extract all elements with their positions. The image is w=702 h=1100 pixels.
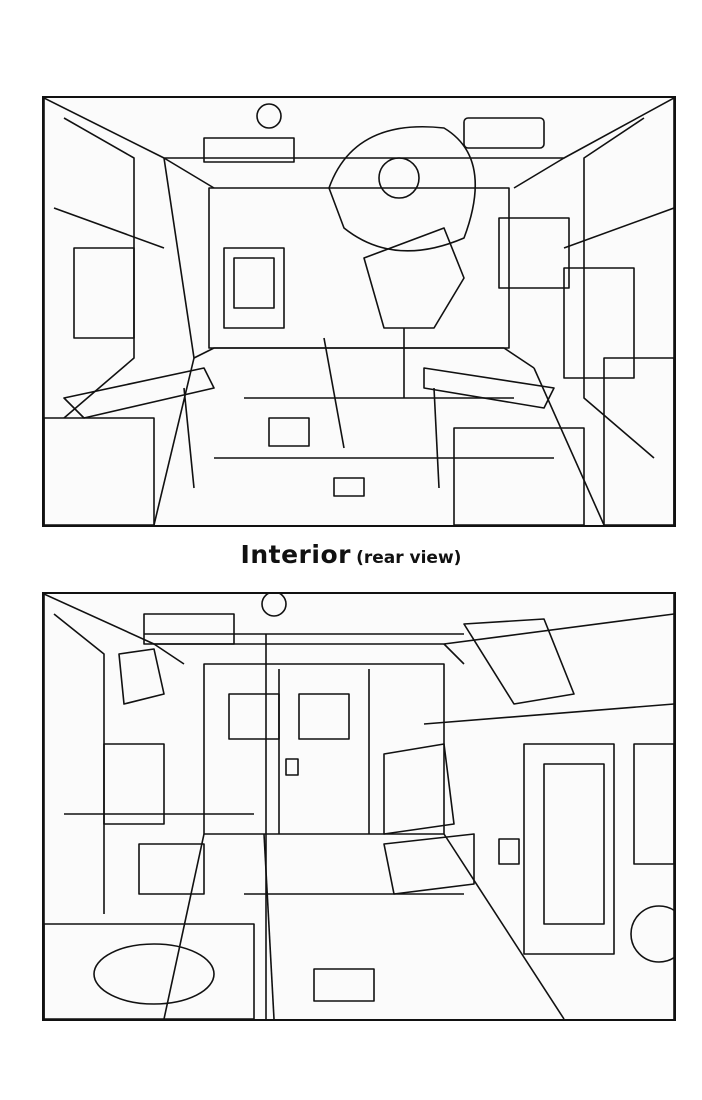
caption-subtitle: (rear view) (356, 548, 462, 568)
rear-interior-drawing (42, 592, 676, 1021)
drawing-caption: Interior (rear view) (0, 540, 702, 569)
vehicle-rear-doors-sketch-icon (44, 594, 674, 1019)
caption-title: Interior (240, 540, 351, 569)
front-interior-drawing (42, 96, 676, 527)
vehicle-cockpit-sketch-icon (44, 98, 674, 525)
